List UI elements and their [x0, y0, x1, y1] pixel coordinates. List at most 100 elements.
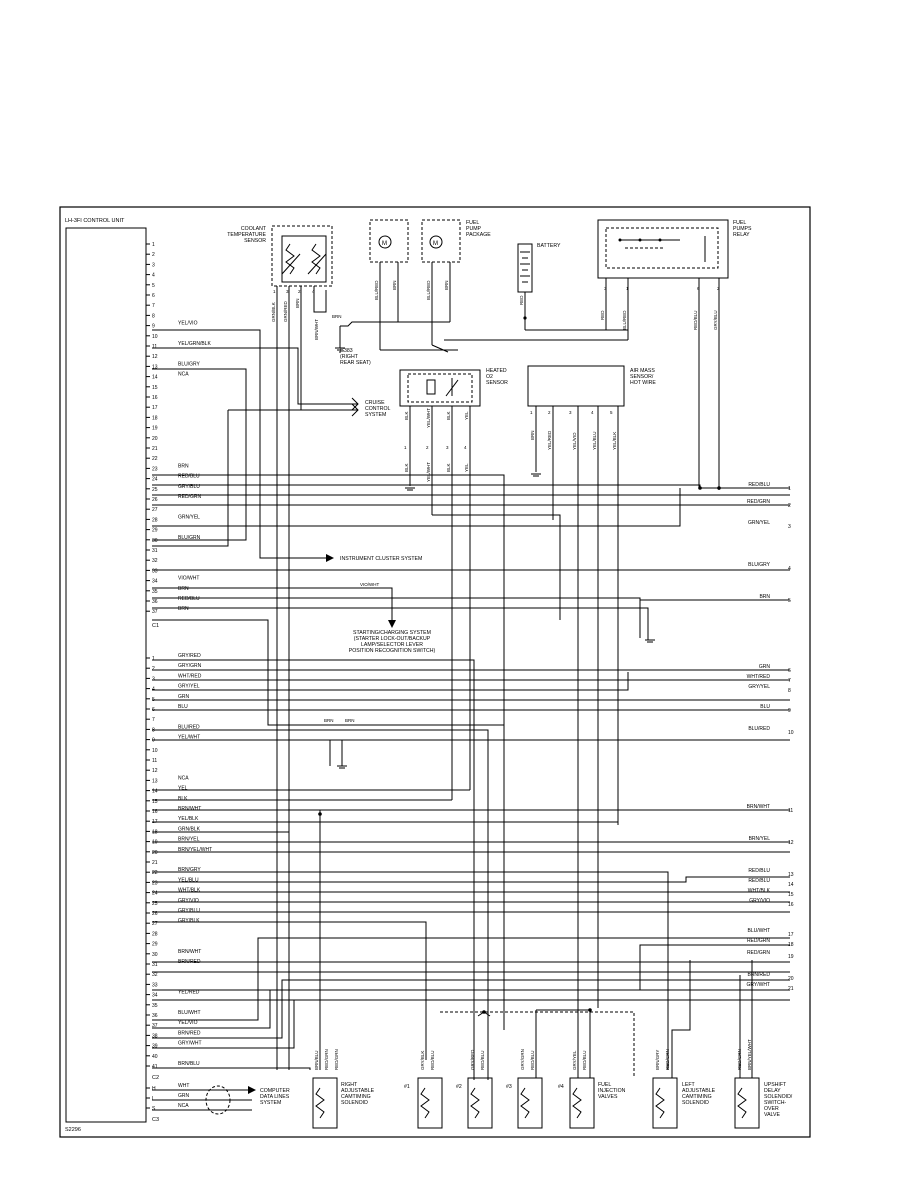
inj3-wire-2: RED/BLU — [530, 1050, 535, 1070]
c2-pin-number: 21 — [152, 860, 158, 866]
right-exit-number: 19 — [788, 954, 794, 960]
instrument-cluster-label: INSTRUMENT CLUSTER SYSTEM — [340, 556, 422, 562]
c2-pin-wire-label: BRN/YEL — [178, 837, 200, 843]
c2-pin-number: 10 — [152, 748, 158, 754]
ground-wire-brn: BRN — [332, 314, 342, 319]
c2-pin-wire-label: BRN/YEL/WHT — [178, 847, 212, 853]
c2-pin-number: 2 — [152, 666, 155, 672]
c2-pin-wire-label: GRN/BLK — [178, 826, 201, 832]
harness-lines — [152, 368, 790, 1080]
right-cam-wire-3: RED/GRN — [334, 1049, 339, 1070]
c1-pin-wire-label: RED/BLU — [178, 474, 200, 480]
connector-c2-label: C2 — [152, 1075, 159, 1081]
air-wire-yel-vio: YEL/VIO — [572, 432, 577, 450]
right-exit-wire-label: GRN/YEL — [748, 520, 770, 526]
c2-pin-number: 13 — [152, 778, 158, 784]
c2-pin-number: 25 — [152, 901, 158, 907]
coolant-pin-3: 3 — [286, 289, 289, 294]
c1-pin-number: 21 — [152, 446, 158, 452]
c1-pin-wire-label: BRN — [178, 586, 189, 592]
air-pin-4: 4 — [591, 410, 594, 415]
c2-pin-number: 37 — [152, 1023, 158, 1029]
o2-top-yel-wht: YEL/WHT — [426, 408, 431, 428]
c2-pin-wire-label: GRN — [178, 694, 190, 700]
coolant-pin-1: 1 — [273, 289, 276, 294]
upshift-wire-2: BRN/YEL/WHT — [747, 1039, 752, 1070]
c1-pin-wire-label: RED/BLU — [178, 596, 200, 602]
right-cam-wire-1: BRN/BLU — [314, 1050, 319, 1070]
right-exit-number: 10 — [788, 730, 794, 736]
c1-pin-number: 26 — [152, 497, 158, 503]
right-exit-wire-label: RED/BLU — [748, 878, 770, 884]
right-exit-wire-label: GRN — [759, 664, 771, 670]
c2-pin-number: 15 — [152, 799, 158, 805]
c2-pin-number: 11 — [152, 758, 157, 764]
c1-pin-wire-label: BLU/GRN — [178, 535, 201, 541]
c1-pin-wire-label: BRN — [178, 606, 189, 612]
c1-pin-number: 13 — [152, 364, 158, 370]
battery-label: BATTERY — [537, 243, 561, 249]
c2-pin-wire-label: YEL — [178, 786, 188, 792]
pump1-wire-blu-red: BLU/RED — [374, 280, 379, 300]
air-pin-2: 2 — [548, 410, 551, 415]
air-wire-yel-blu: YEL/BLU — [592, 431, 597, 450]
c2-pin-wire-label: NCA — [178, 775, 189, 781]
injector-2-label: #2 — [456, 1084, 462, 1090]
c1-pin-number: 5 — [152, 283, 155, 289]
inj1-wire-1: GRY/BLK — [420, 1051, 425, 1070]
pump1-wire-brn: BRN — [392, 280, 397, 290]
c2-pin-wire-label: YEL/BLU — [178, 877, 199, 883]
c2-pin-wire-label: YEL/RED — [178, 990, 200, 996]
c1-pin-number: 20 — [152, 436, 158, 442]
starting-charging-label: STARTING/CHARGING SYSTEM(STARTER LOCK-OU… — [349, 630, 436, 654]
c2-pin-number: 33 — [152, 982, 158, 988]
pump2-wire-brn: BRN — [444, 280, 449, 290]
splice-1 — [698, 486, 702, 490]
svg-text:M: M — [382, 241, 387, 247]
right-exit-wire-label: RED/GRN — [747, 499, 770, 505]
right-exit-number: 11 — [788, 808, 793, 814]
battery-wire-red: RED — [519, 295, 524, 305]
right-exit-wire-label: RED/BLU — [748, 868, 770, 874]
right-exit-wire-label: BRN/WHT — [747, 804, 770, 810]
ecu-outline — [65, 227, 147, 1123]
coolant-pin-2: 2 — [298, 289, 301, 294]
right-exit-number: 9 — [788, 708, 791, 714]
right-exit-wire-label: WHT/BLK — [748, 888, 771, 894]
c1-pin-wire-label: GRN/YEL — [178, 514, 200, 520]
right-edge-exits: RED/BLU1RED/GRN2GRN/YEL3BLU/GRY4BRN5GRN6… — [746, 482, 793, 992]
c2-pin-wire-label: BLU/WHT — [178, 1010, 201, 1016]
c1-pin-number: 32 — [152, 558, 158, 564]
right-exit-wire-label: GRY/VIO — [749, 898, 770, 904]
c1-pin-wire-label: NCA — [178, 372, 189, 378]
right-exit-wire-label: BLU/WHT — [748, 928, 771, 934]
right-exit-wire-label: RED/GRN — [747, 938, 770, 944]
right-exit-number: 6 — [788, 668, 791, 674]
o2-pin-1: 1 — [404, 445, 407, 450]
c1-pin-number: 14 — [152, 375, 158, 381]
c1-pin-number: 2 — [152, 252, 155, 258]
c1-pin-wire-label: YEL/VIO — [178, 321, 198, 327]
brn-wire-a: BRN — [324, 718, 334, 723]
c2-pin-wire-label: GRY/RED — [178, 653, 201, 659]
c1-pin-number: 1 — [152, 242, 155, 248]
o2-top-yel: YEL — [464, 411, 469, 420]
c1-pin-number: 29 — [152, 528, 158, 534]
c2-pin-wire-label: WHT/BLK — [178, 888, 201, 894]
c3-pin-wire-label: WHT — [178, 1083, 189, 1089]
c2-pin-wire-label: YEL/VIO — [178, 1020, 198, 1026]
coolant-wire-brn: BRN — [295, 298, 300, 308]
right-exit-number: 16 — [788, 902, 794, 908]
pump2-wire-blu-red: BLU/RED — [426, 280, 431, 300]
c1-pin-wire-label: GRY/BLU — [178, 484, 200, 490]
right-exit-wire-label: GRY/YEL — [748, 684, 770, 690]
c1-pin-number: 6 — [152, 293, 155, 299]
inj4-wire-2: RED/BLU — [582, 1050, 587, 1070]
air-pin-3: 3 — [569, 410, 572, 415]
